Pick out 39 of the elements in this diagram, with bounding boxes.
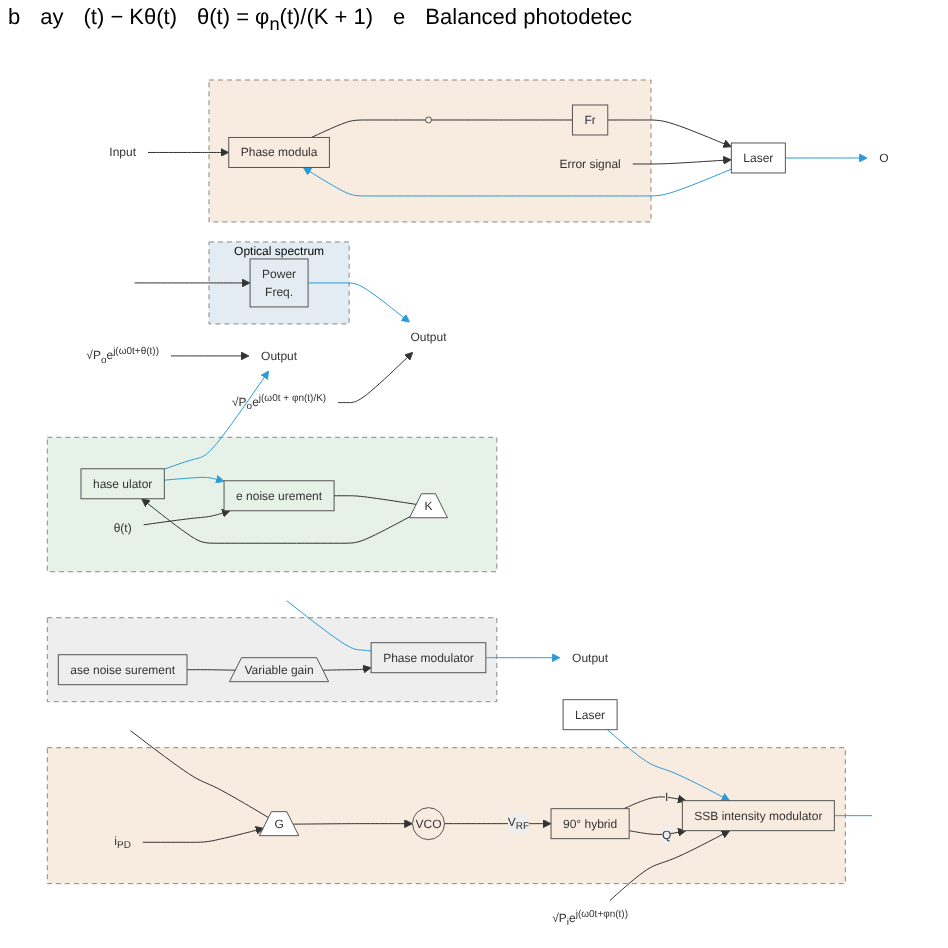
connector: [833, 815, 873, 817]
arrow: [292, 819, 413, 829]
node-circle: [425, 116, 432, 124]
arrow: [628, 827, 687, 837]
label-text: (t) − Kθ(t): [83, 6, 178, 34]
arrow: [170, 351, 250, 361]
label-text: ay: [40, 6, 64, 34]
label-text: θ(t) = φ$_{n}$(t)/(K + 1): [197, 6, 374, 35]
connector: [286, 600, 372, 652]
label-text: b: [8, 6, 21, 34]
connector: [186, 669, 237, 671]
arrow: [632, 155, 732, 165]
arrow: [163, 474, 225, 484]
cluster: [46, 436, 498, 573]
label-text: Balanced photodetec: [425, 6, 633, 34]
connector: [310, 119, 426, 138]
cluster: [46, 747, 846, 885]
cluster: [46, 617, 498, 703]
arrow: [163, 370, 270, 470]
arrow: [784, 153, 868, 163]
label-text: e: [393, 6, 406, 34]
cluster: [208, 79, 652, 223]
arrow: [134, 278, 251, 288]
arrow: [142, 826, 265, 843]
arrow: [607, 119, 732, 148]
arrow: [322, 664, 372, 674]
arrow: [143, 508, 231, 526]
connector: [130, 730, 270, 819]
arrow: [623, 794, 687, 810]
arrow: [307, 282, 411, 323]
arrow: [141, 498, 412, 544]
connector: [333, 495, 418, 505]
arrow: [609, 830, 731, 902]
arrow: [302, 167, 732, 197]
arrow: [147, 148, 230, 157]
arrow: [485, 653, 561, 663]
arrow: [606, 729, 731, 802]
arrow: [337, 351, 414, 404]
connector: [431, 119, 573, 121]
